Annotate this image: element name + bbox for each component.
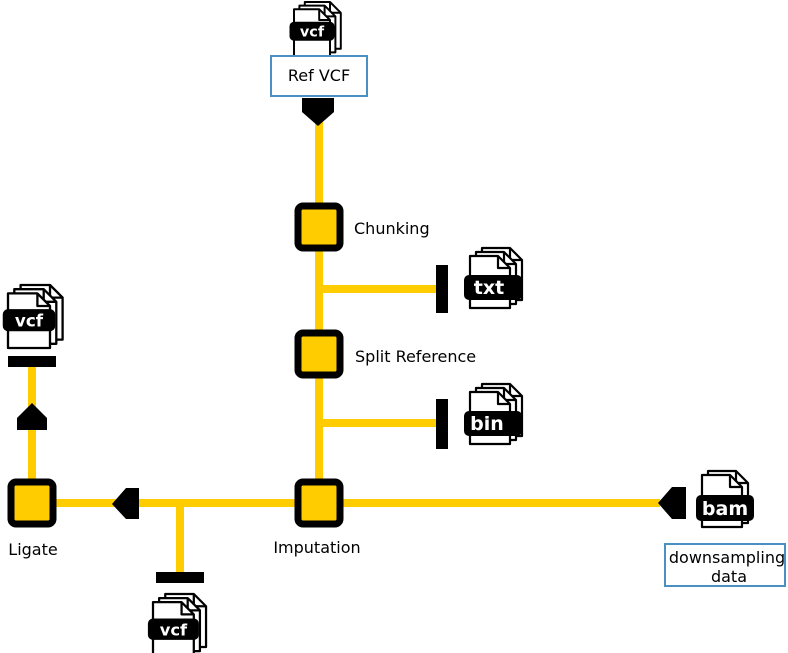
downsampling-label-line2: data: [711, 567, 747, 586]
ref-vcf-file-icon: vcf: [289, 1, 342, 57]
ref-vcf-file-type: vcf: [300, 25, 325, 41]
chunks-file-icon: txt: [464, 246, 524, 310]
node-chunking-label: Chunking: [354, 219, 430, 238]
imputed-vcf-file-type: vcf: [160, 620, 188, 639]
node-split-reference-label: Split Reference: [355, 347, 476, 366]
node-imputation-label: Imputation: [273, 538, 360, 557]
bam-file-type: bam: [702, 498, 748, 520]
ligated-vcf-file-icon: vcf: [2, 283, 64, 350]
chunks-file-type: txt: [474, 277, 504, 299]
bam-file-icon: bam: [696, 469, 754, 529]
bin-file-type: bin: [470, 413, 504, 435]
imputed-vcf-file-icon: vcf: [147, 592, 208, 653]
output-port-chunks: [436, 265, 448, 313]
bin-file-icon: bin: [464, 382, 524, 446]
output-arrow-ligate: [17, 403, 47, 430]
input-port-ref-vcf: [302, 98, 334, 126]
input-port-ligate: [112, 488, 139, 519]
ref-vcf-box[interactable]: [270, 55, 368, 97]
node-chunking[interactable]: [294, 202, 344, 252]
output-port-ligated-vcf: [8, 356, 56, 367]
node-ligate[interactable]: [7, 478, 57, 528]
node-split-reference[interactable]: [294, 329, 344, 379]
downsampling-data-box[interactable]: [664, 543, 786, 587]
output-port-imputed-vcf: [156, 572, 204, 583]
ref-vcf-label: Ref VCF: [288, 66, 350, 85]
node-imputation[interactable]: [294, 478, 344, 528]
input-port-bam: [658, 487, 686, 519]
downsampling-label-line1: downsampling: [669, 548, 785, 567]
node-ligate-label: Ligate: [8, 540, 57, 559]
ligated-vcf-file-type: vcf: [15, 310, 44, 330]
output-port-bin: [436, 399, 448, 449]
